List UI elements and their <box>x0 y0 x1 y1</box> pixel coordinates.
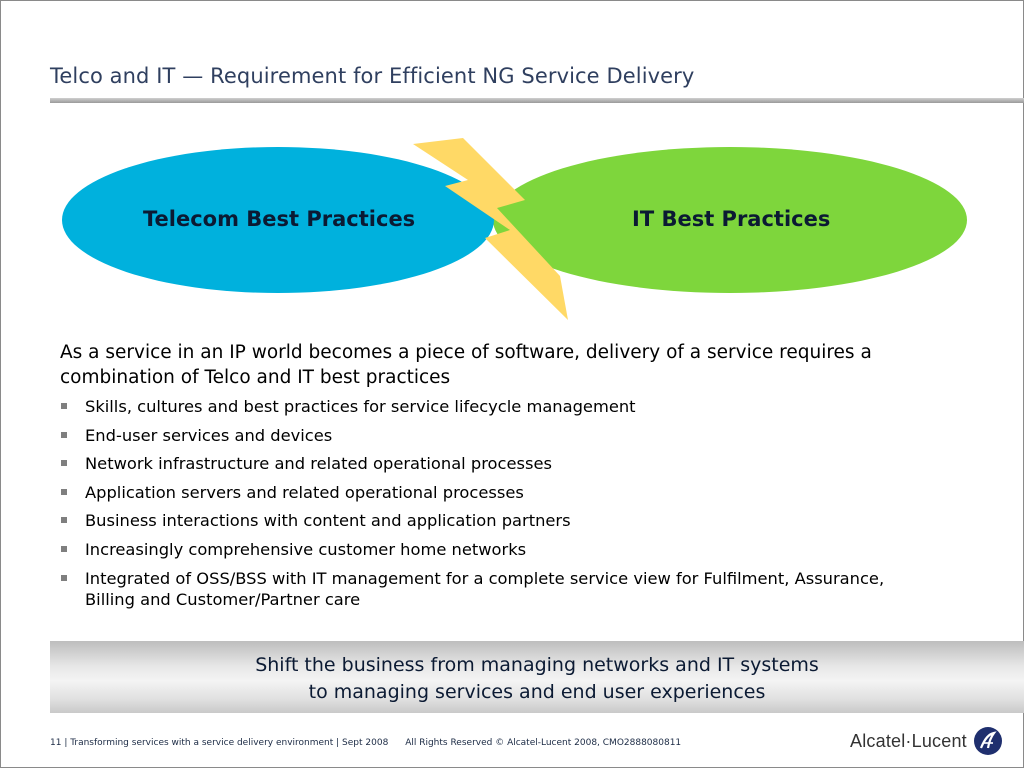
bullet-square-icon <box>61 517 67 524</box>
bullet-item: Skills, cultures and best practices for … <box>60 396 920 417</box>
bullet-item: End-user services and devices <box>60 425 920 446</box>
lightning-bolt-icon <box>413 138 568 320</box>
practices-diagram: Telecom Best Practices IT Best Practices <box>0 130 1024 330</box>
telecom-label: Telecom Best Practices <box>143 207 416 231</box>
bullet-item: Network infrastructure and related opera… <box>60 453 920 474</box>
conclusion-banner: Shift the business from managing network… <box>50 641 1024 713</box>
diagram-graphic <box>62 138 967 320</box>
bullet-text: Business interactions with content and a… <box>85 511 571 531</box>
it-label: IT Best Practices <box>632 207 831 231</box>
bullet-square-icon <box>61 403 67 409</box>
telecom-ellipse <box>62 147 494 293</box>
title-underline <box>50 98 1024 103</box>
bullet-item: Integrated of OSS/BSS with IT management… <box>60 568 920 610</box>
bullet-item: Application servers and related operatio… <box>60 482 920 503</box>
slide-title: Telco and IT — Requirement for Efficient… <box>50 64 695 88</box>
bullet-text: Increasingly comprehensive customer home… <box>85 539 527 559</box>
footer-page-info: 11 | Transforming services with a servic… <box>50 738 389 748</box>
slide-footer: 11 | Transforming services with a servic… <box>50 738 695 748</box>
footer-rights: All Rights Reserved © Alcatel-Lucent 200… <box>405 738 682 748</box>
bullet-text: Application servers and related operatio… <box>85 482 524 502</box>
bullet-square-icon <box>61 431 67 438</box>
bullet-text: Network infrastructure and related opera… <box>85 454 552 474</box>
bullet-square-icon <box>61 488 67 495</box>
bullet-square-icon <box>61 460 67 467</box>
bullet-square-icon <box>61 574 67 581</box>
bullet-text: Integrated of OSS/BSS with IT management… <box>85 568 885 609</box>
banner-line-2: to managing services and end user experi… <box>308 681 766 703</box>
bullet-square-icon <box>61 545 67 552</box>
company-logo: Alcatel·Lucent <box>850 726 1003 756</box>
bullet-item: Business interactions with content and a… <box>60 510 920 531</box>
bullet-item: Increasingly comprehensive customer home… <box>60 539 920 560</box>
it-ellipse <box>493 147 967 293</box>
logo-wordmark: Alcatel·Lucent <box>850 730 967 751</box>
banner-line-1: Shift the business from managing network… <box>255 654 819 676</box>
bullet-text: End-user services and devices <box>85 425 333 445</box>
bullet-list: Skills, cultures and best practices for … <box>60 396 920 617</box>
alcatel-lucent-logo-icon <box>973 727 1002 755</box>
bullet-text: Skills, cultures and best practices for … <box>85 397 636 416</box>
lead-paragraph: As a service in an IP world becomes a pi… <box>60 342 872 388</box>
